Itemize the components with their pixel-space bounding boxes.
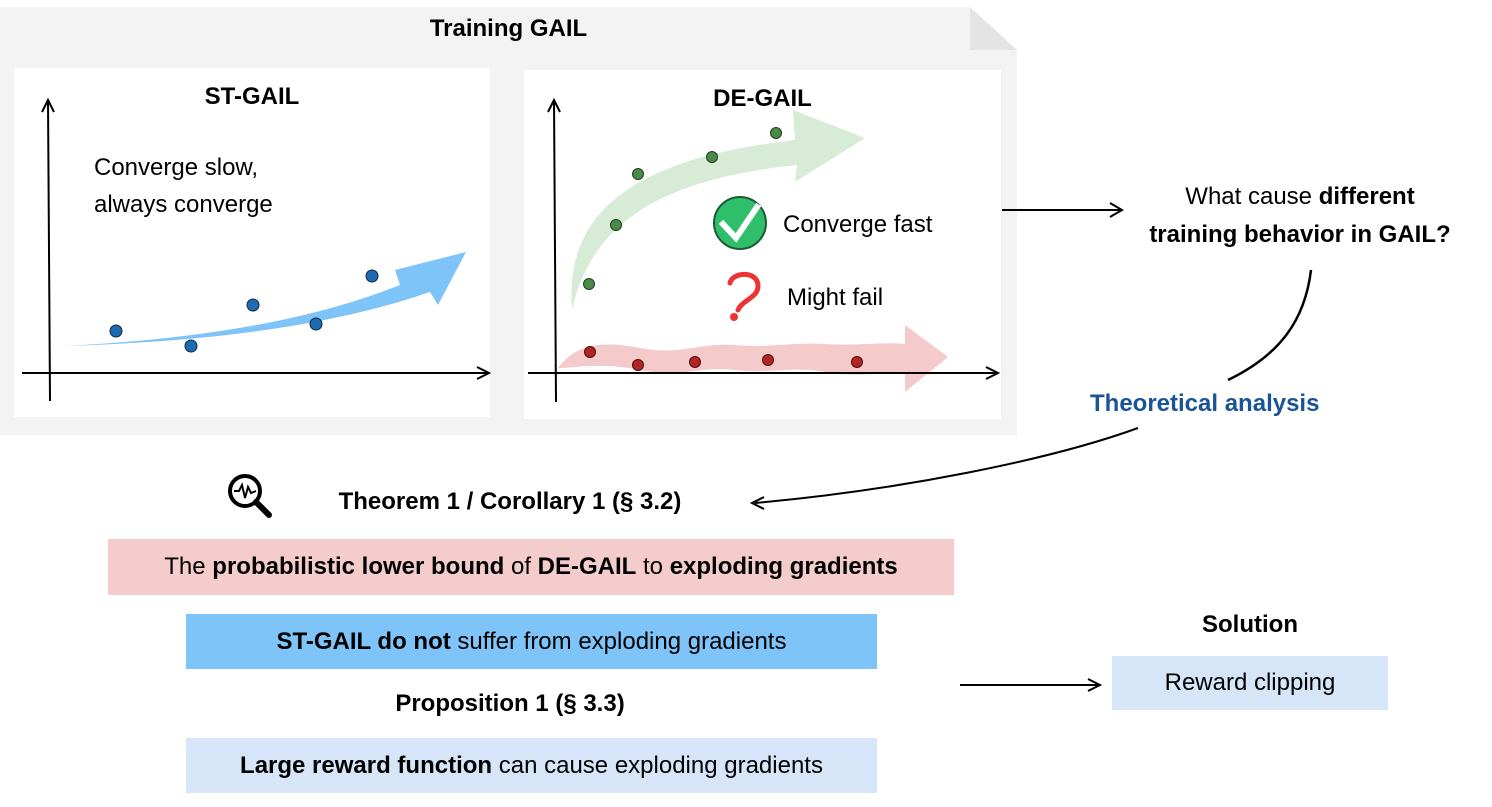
de-gail-success-arrow <box>571 110 865 310</box>
de-gail-fail-arrow <box>558 325 948 392</box>
text: suffer from exploding gradients <box>450 627 787 655</box>
page-fold-corner <box>970 7 1017 50</box>
theorem-box-degail: The probabilistic lower bound of DE-GAIL… <box>108 539 954 595</box>
st-gail-annotation-line1: Converge slow, <box>94 154 259 181</box>
question-mark-icon <box>727 271 761 321</box>
proposition-title: Proposition 1 (§ 3.3) <box>395 690 625 717</box>
research-question: What cause different training behavior i… <box>1100 178 1492 254</box>
solution-title: Solution <box>1202 611 1298 638</box>
question-bold-2: training behavior in GAIL? <box>1149 221 1451 248</box>
text-bold: probabilistic lower bound <box>212 553 505 580</box>
text: to <box>636 553 670 580</box>
theoretical-analysis-label: Theoretical analysis <box>1090 390 1320 417</box>
text: can cause exploding gradients <box>492 751 823 779</box>
text-bold: ST-GAIL do not <box>276 627 451 655</box>
st-gail-annotation-line2: always converge <box>94 191 273 218</box>
theorem-box-stgail: ST-GAIL do not suffer from exploding gra… <box>186 614 877 669</box>
magnifier-waveform-icon <box>228 474 272 518</box>
st-gail-trend-arrow <box>64 252 466 346</box>
de-gail-plot <box>528 97 1001 403</box>
question-bold-1: different <box>1318 183 1415 210</box>
text: The <box>164 553 206 580</box>
st-gail-chart: ST-GAIL Converge slow, always converge <box>14 68 490 417</box>
text-bold: DE-GAIL <box>537 553 637 580</box>
check-circle-icon <box>713 196 767 250</box>
st-gail-title: ST-GAIL <box>204 83 300 110</box>
text: of <box>504 553 538 580</box>
panel-title: Training GAIL <box>429 15 588 42</box>
text-bold: Large reward function <box>240 751 493 779</box>
might-fail-label: Might fail <box>787 284 884 311</box>
text-bold: exploding gradients <box>669 553 898 580</box>
theorem-title: Theorem 1 / Corollary 1 (§ 3.2) <box>338 488 682 515</box>
st-gail-plot <box>22 97 492 402</box>
proposition-box: Large reward function can cause explodin… <box>186 738 877 793</box>
de-gail-title: DE-GAIL <box>713 85 812 112</box>
converge-fast-label: Converge fast <box>783 211 933 238</box>
question-normal: What cause <box>1185 183 1319 210</box>
solution-box: Reward clipping <box>1112 656 1388 710</box>
